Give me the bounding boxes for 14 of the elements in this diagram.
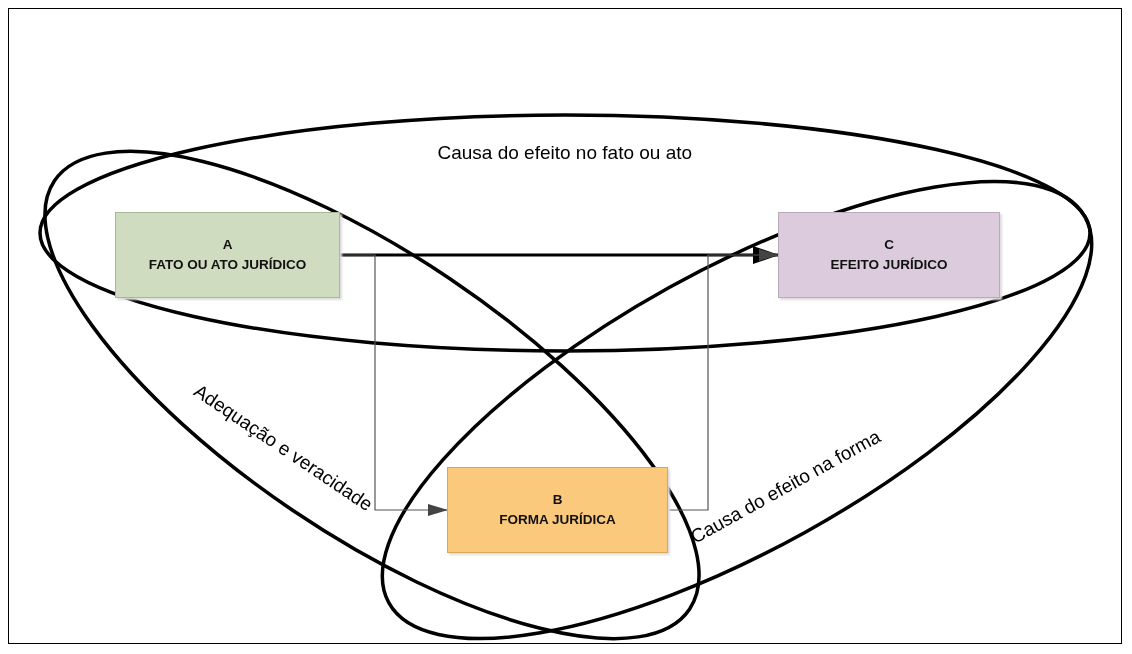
box-letter: B bbox=[552, 491, 563, 510]
box-title: FORMA JURÍDICA bbox=[499, 511, 616, 529]
arrow bbox=[339, 254, 448, 516]
box-letter: A bbox=[222, 236, 233, 255]
process-box bbox=[778, 212, 1000, 298]
ellipse-label: Causa do efeito na forma bbox=[686, 425, 884, 549]
box-title: EFEITO JURÍDICO bbox=[830, 256, 948, 274]
process-box bbox=[447, 467, 668, 553]
box-letter: C bbox=[884, 236, 894, 255]
arrow bbox=[667, 249, 779, 511]
box-title: FATO OU ATO JURÍDICO bbox=[148, 256, 307, 274]
arrow bbox=[340, 246, 779, 264]
process-box bbox=[115, 212, 340, 298]
ellipse-label: Causa do efeito no fato ou ato bbox=[437, 142, 693, 164]
